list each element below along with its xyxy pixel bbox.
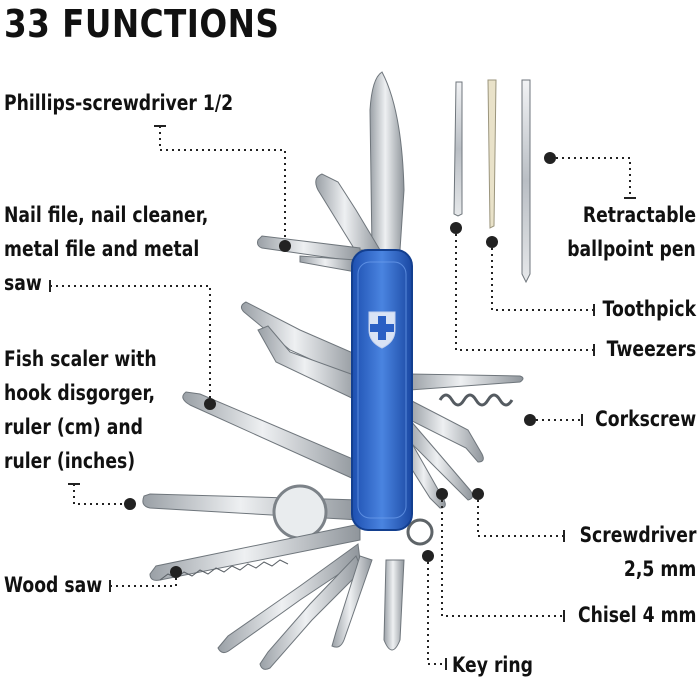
label-fish-scaler-line-2: hook disgorger, (4, 381, 156, 405)
label-nail-file-line-3: saw (4, 271, 42, 295)
label-nail-file-line-1: Nail file, nail cleaner, (4, 203, 209, 227)
label-fish-scaler-line-1: Fish scaler with (4, 347, 157, 371)
label-fish-scaler-line-3: ruler (cm) and (4, 415, 143, 439)
label-corkscrew: Corkscrew (595, 407, 696, 431)
label-wood-saw: Wood saw (4, 573, 103, 597)
page-title: 33 FUNCTIONS (4, 2, 280, 46)
leader-dots (124, 152, 556, 578)
label-screwdriver-line-1: Screwdriver (579, 523, 696, 547)
leader-ticks (49, 125, 636, 670)
knife-tools (142, 71, 531, 670)
label-tweezers: Tweezers (606, 337, 696, 361)
label-key-ring: Key ring (452, 653, 533, 677)
label-fish-scaler-line-4: ruler (inches) (4, 449, 136, 473)
label-pen-line-1: Retractable (582, 203, 696, 227)
label-chisel: Chisel 4 mm (577, 603, 696, 627)
label-pen-line-2: ballpoint pen (567, 237, 696, 261)
knife-handle (351, 249, 413, 531)
label-phillips-screwdriver: Phillips-screwdriver 1/2 (4, 91, 234, 115)
label-toothpick: Toothpick (602, 297, 696, 321)
label-screwdriver-line-2: 2,5 mm (623, 557, 696, 581)
label-nail-file-line-2: metal file and metal (4, 237, 200, 261)
